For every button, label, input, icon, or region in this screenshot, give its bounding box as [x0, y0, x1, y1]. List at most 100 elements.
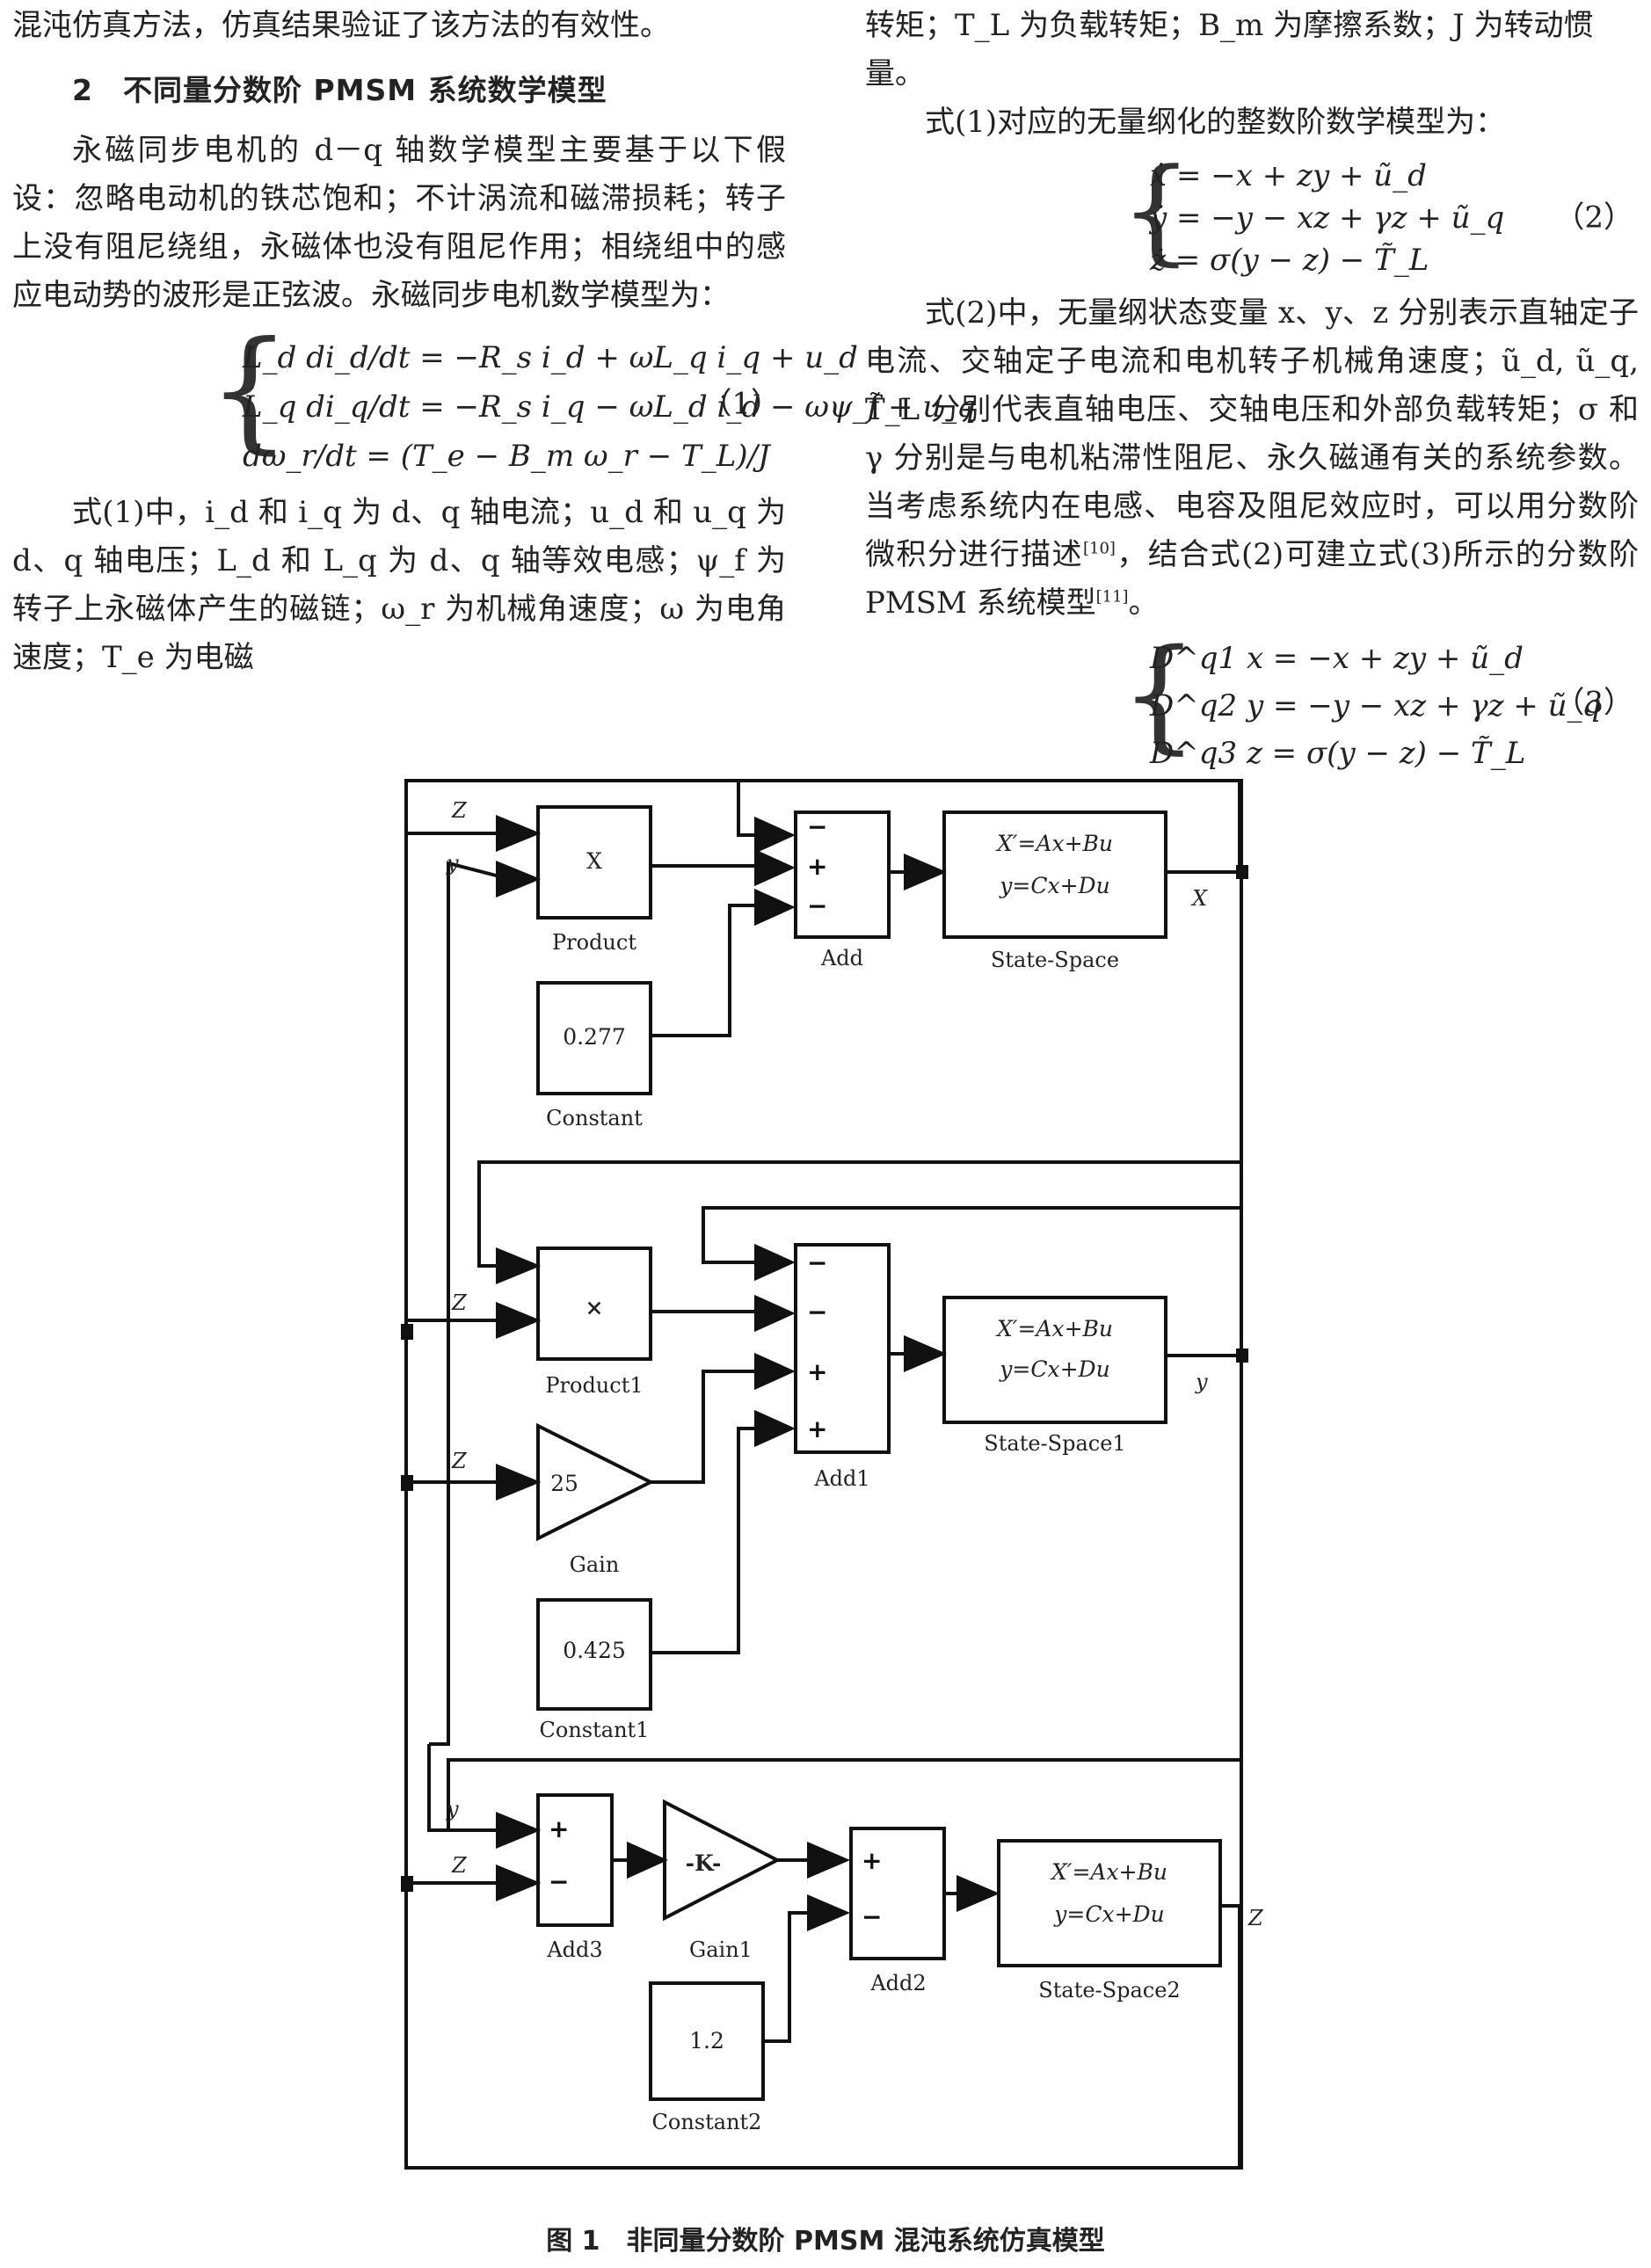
arrow-icon: [956, 1874, 1000, 1913]
constant1-label: Constant1: [540, 1718, 650, 1742]
add1-block[interactable]: [794, 1243, 891, 1454]
equation-2-line-2: ẏ = −y − xz + γz + ũ_q: [1150, 200, 1505, 236]
state-space1-output-label: y: [1195, 1370, 1208, 1394]
gain-label: Gain: [570, 1552, 620, 1577]
citation-11[interactable]: [11]: [1095, 587, 1129, 607]
arrow-icon: [496, 1302, 542, 1339]
constant1-value: 0.425: [563, 1638, 626, 1663]
equation-1-line-3: dω_r/dt = (T_e − B_m ω_r − T_L)/J: [243, 439, 770, 474]
add3-sign-1: +: [549, 1814, 569, 1843]
state-space-block[interactable]: [942, 811, 1167, 939]
equation-1-line-2: L_q di_q/dt = −R_s i_q − ωL_d i_d − ωψ_f…: [243, 389, 976, 425]
arrow-icon: [496, 815, 542, 852]
state-space2-label: State-Space2: [1038, 1978, 1180, 2003]
signal-z-2: Z: [451, 1290, 468, 1315]
add2-sign-1: +: [862, 1846, 882, 1875]
constant-value: 0.277: [563, 1024, 626, 1050]
equation-3-line-3: D^q3 z = σ(y − z) − T̃_L: [1150, 736, 1526, 771]
arrow-icon: [807, 1841, 851, 1879]
equation-1: { L_d di_d/dt = −R_s i_d + ωL_q i_q + u_…: [12, 314, 976, 483]
equation-2-line-1: ẋ = −x + zy + ũ_d: [1150, 158, 1427, 193]
arrow-icon: [754, 1409, 796, 1448]
add-sign-3: −: [807, 891, 827, 920]
paragraph-3-tail: ，结合式(2)可建立式(3)所示的分数阶 PMSM 系统模型: [865, 537, 1640, 621]
add2-label: Add2: [869, 1971, 926, 1995]
state-space1-eq2: y=Cx+Du: [999, 1356, 1109, 1382]
equation-2: { ẋ = −x + zy + ũ_d ẏ = −y − xz + γz + ũ…: [865, 143, 1639, 284]
signal-y-1: y: [446, 851, 459, 876]
intro-tail: 混沌仿真方法，仿真结果验证了该方法的有效性。: [12, 8, 670, 43]
equation-3-line-2: D^q2 y = −y − xz + γz + ũ_q: [1150, 688, 1602, 723]
add1-label: Add1: [813, 1466, 869, 1491]
arrow-icon: [754, 816, 796, 854]
gain1-value: -K-: [686, 1850, 722, 1876]
constant-label: Constant: [546, 1106, 643, 1130]
state-space2-eq2: y=Cx+Du: [1053, 1901, 1164, 1927]
section-heading: 2 不同量分数阶 PMSM 系统数学模型: [72, 73, 607, 107]
gain1-label: Gain1: [689, 1937, 753, 1962]
arrow-icon: [496, 1464, 542, 1501]
state-space-label: State-Space: [991, 948, 1119, 972]
paragraph-3-end: 。: [1128, 585, 1159, 621]
signal-z-3: Z: [451, 1449, 468, 1473]
product1-symbol: ×: [585, 1295, 604, 1320]
equation-brace: {: [207, 314, 292, 467]
equation-1-number: （1）: [702, 386, 781, 422]
constant-block[interactable]: [536, 981, 652, 1095]
constant2-value: 1.2: [689, 2028, 724, 2054]
state-space2-eq1: X′=Ax+Bu: [1050, 1859, 1167, 1885]
add2-sign-2: −: [862, 1902, 882, 1931]
state-space2-block[interactable]: [997, 1839, 1222, 1967]
arrow-icon: [904, 853, 948, 891]
gain1-block[interactable]: [663, 1799, 782, 1922]
state-space2-output-label: Z: [1247, 1906, 1264, 1930]
arrow-icon: [754, 1243, 796, 1282]
arrow-icon: [754, 888, 796, 927]
product-block[interactable]: [536, 805, 652, 920]
arrow-icon: [904, 1334, 948, 1373]
equation-3-number: （3）: [1554, 685, 1633, 721]
add-block[interactable]: [794, 811, 891, 939]
arrow-icon: [627, 1841, 668, 1879]
signal-z-4: Z: [451, 1853, 468, 1878]
product-label: Product: [552, 930, 636, 955]
add3-sign-2: −: [549, 1867, 569, 1896]
state-space1-label: State-Space1: [984, 1431, 1125, 1456]
product1-label: Product1: [545, 1373, 643, 1398]
citation-10[interactable]: [10]: [1082, 539, 1116, 558]
state-space-eq1: X′=Ax+Bu: [995, 831, 1113, 856]
gain-block[interactable]: [536, 1422, 655, 1542]
arrow-icon: [496, 1247, 542, 1284]
arrow-icon: [754, 1294, 796, 1333]
equation-2-line-3: ż = σ(y − z) − T̃_L: [1150, 243, 1429, 278]
state-space-output-label: X: [1190, 886, 1208, 911]
paragraph-2: 式(1)中，i_d 和 i_q 为 d、q 轴电流；u_d 和 u_q 为 d、…: [12, 495, 786, 675]
add1-sign-1: −: [807, 1248, 827, 1277]
add-label: Add: [820, 946, 863, 970]
equation-1-line-1: L_d di_d/dt = −R_s i_d + ωL_q i_q + u_d: [243, 340, 858, 375]
signal-y-3: y: [446, 1797, 459, 1821]
equation-3: { D^q1 x = −x + zy + ũ_d D^q2 y = −y − x…: [865, 623, 1639, 774]
state-space1-eq1: X′=Ax+Bu: [995, 1316, 1113, 1341]
add1-sign-2: −: [807, 1298, 827, 1327]
equation-brace: {: [1120, 623, 1199, 767]
arrow-icon: [807, 1894, 851, 1932]
add1-sign-3: +: [807, 1357, 827, 1386]
paragraph-3: 式(2)中，无量纲状态变量 x、y、z 分别表示直轴定子电流、交轴定子电流和电机…: [865, 289, 1639, 628]
constant2-label: Constant2: [652, 2110, 762, 2134]
left-column: 混沌仿真方法，仿真结果验证了该方法的有效性。 2 不同量分数阶 PMSM 系统数…: [12, 0, 976, 682]
paragraph-1: 永磁同步电机的 d－q 轴数学模型主要基于以下假设：忽略电动机的铁芯饱和；不计涡…: [12, 133, 786, 313]
add3-label: Add3: [546, 1937, 602, 1962]
paragraph-top: 转矩；T_L 为负载转矩；B_m 为摩擦系数；J 为转动惯量。: [865, 8, 1594, 91]
gain-value: 25: [550, 1471, 578, 1496]
paragraph-3-body: 式(2)中，无量纲状态变量 x、y、z 分别表示直轴定子电流、交轴定子电流和电机…: [865, 295, 1639, 572]
arrow-icon: [496, 1865, 542, 1901]
equation-2-intro: 式(1)对应的无量纲化的整数阶数学模型为：: [925, 105, 1506, 140]
product1-block[interactable]: [536, 1247, 652, 1361]
equation-2-number: （2）: [1554, 200, 1633, 236]
state-space-eq2: y=Cx+Du: [999, 873, 1109, 898]
equation-3-line-1: D^q1 x = −x + zy + ũ_d: [1150, 641, 1524, 676]
state-space1-block[interactable]: [942, 1296, 1167, 1424]
arrow-icon: [754, 848, 796, 887]
